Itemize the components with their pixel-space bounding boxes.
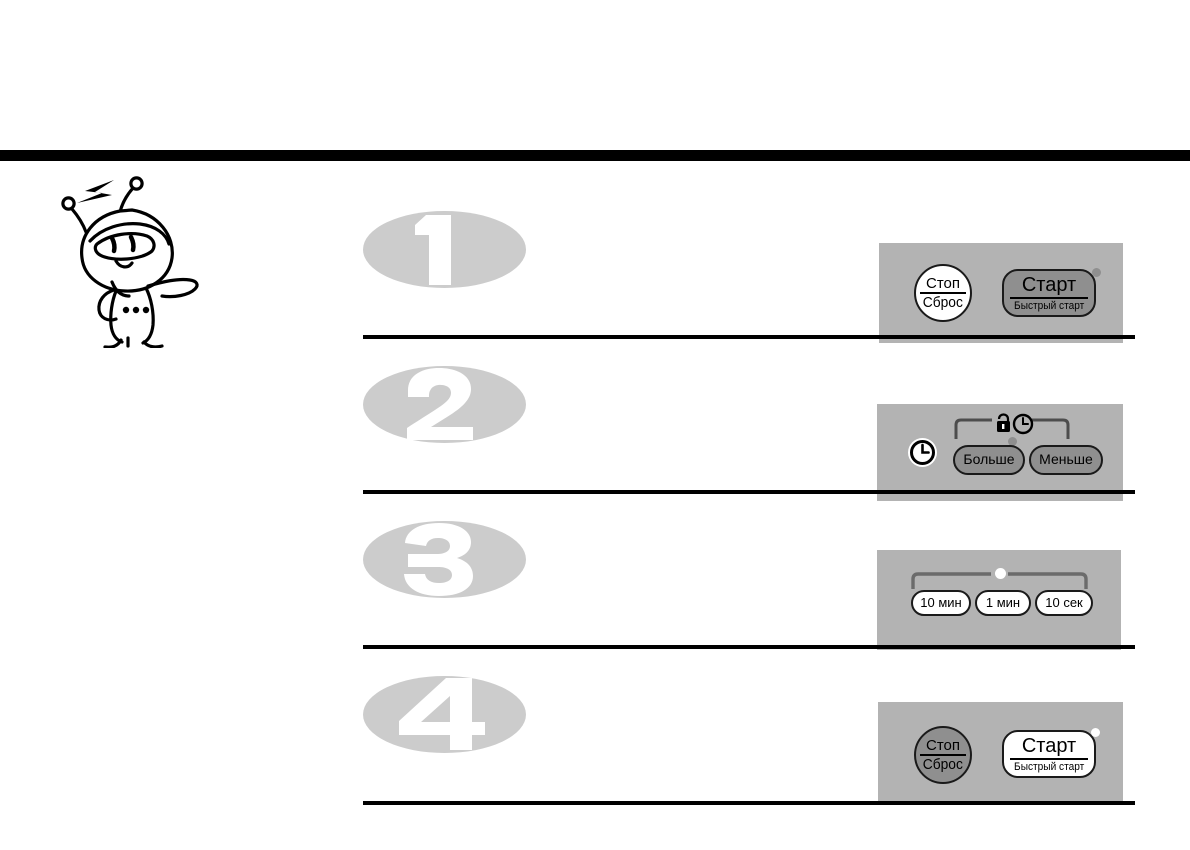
step-number-1 xyxy=(363,211,526,288)
reset-label: Сброс xyxy=(922,294,964,311)
control-panel-step-4: Стоп Сброс Старт Быстрый старт xyxy=(878,702,1123,804)
quickstart-label: Быстрый старт xyxy=(1013,760,1085,773)
button-divider xyxy=(1010,296,1088,299)
stop-reset-button[interactable]: Стоп Сброс xyxy=(914,726,972,784)
one-minute-label: 1 мин xyxy=(985,594,1021,610)
stop-label: Стоп xyxy=(926,737,960,754)
start-quickstart-button[interactable]: Старт Быстрый старт xyxy=(1002,269,1096,317)
step-number-4 xyxy=(363,676,526,753)
step-number-2 xyxy=(363,366,526,443)
step-3: 10 мин 1 мин 10 сек xyxy=(363,512,1135,667)
step-4: Стоп Сброс Старт Быстрый старт xyxy=(363,667,1135,822)
bracket-led-indicator xyxy=(1008,437,1017,446)
control-panel-step-3: 10 мин 1 мин 10 сек xyxy=(877,550,1121,650)
control-panel-step-1: Стоп Сброс Старт Быстрый старт xyxy=(879,243,1123,343)
button-divider xyxy=(920,754,966,756)
start-label: Старт xyxy=(1021,734,1077,757)
less-button[interactable]: Меньше xyxy=(1029,445,1103,475)
more-label: Больше xyxy=(963,451,1015,467)
lock-clock-bracket xyxy=(954,409,1070,446)
control-panel-step-2: Больше Меньше xyxy=(877,404,1123,501)
start-label: Старт xyxy=(1021,273,1077,296)
ten-minutes-label: 10 мин xyxy=(920,594,962,610)
button-divider xyxy=(920,292,966,294)
step-separator-3 xyxy=(363,645,1135,649)
one-minute-button[interactable]: 1 мин xyxy=(975,590,1031,616)
more-button[interactable]: Больше xyxy=(953,445,1025,475)
stop-label: Стоп xyxy=(926,275,960,292)
step-separator-4 xyxy=(363,801,1135,805)
ten-minutes-button[interactable]: 10 мин xyxy=(911,590,971,616)
step-number-3 xyxy=(363,521,526,598)
button-divider xyxy=(1010,757,1088,760)
step-separator-1 xyxy=(363,335,1135,339)
ten-seconds-label: 10 сек xyxy=(1045,594,1083,610)
bracket-led-indicator xyxy=(995,568,1006,579)
range-bracket xyxy=(911,569,1088,596)
step-2: Больше Меньше xyxy=(363,357,1135,512)
start-led-indicator xyxy=(1091,728,1100,737)
steps-container: Стоп Сброс Старт Быстрый старт xyxy=(0,161,1190,850)
less-label: Меньше xyxy=(1039,451,1093,467)
quickstart-label: Быстрый старт xyxy=(1013,299,1085,312)
step-separator-2 xyxy=(363,490,1135,494)
stop-reset-button[interactable]: Стоп Сброс xyxy=(914,264,972,322)
step-1: Стоп Сброс Старт Быстрый старт xyxy=(363,202,1135,357)
reset-label: Сброс xyxy=(922,756,964,773)
robot-mascot-illustration xyxy=(50,170,210,349)
clock-icon xyxy=(907,437,938,473)
start-led-indicator xyxy=(1092,268,1101,277)
header-rule xyxy=(0,150,1190,161)
start-quickstart-button[interactable]: Старт Быстрый старт xyxy=(1002,730,1096,778)
ten-seconds-button[interactable]: 10 сек xyxy=(1035,590,1093,616)
